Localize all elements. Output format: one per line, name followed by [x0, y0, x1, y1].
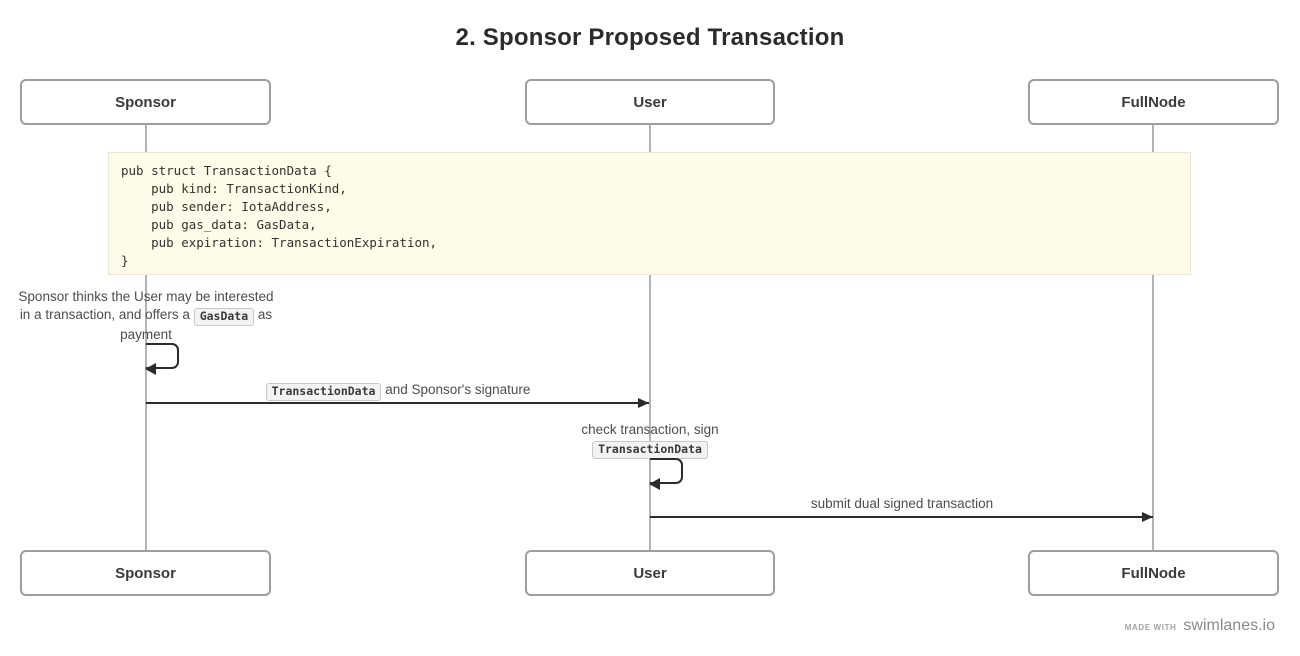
- footer-branding: MADE WITH swimlanes.io: [1125, 617, 1275, 635]
- actor-box-fullnode-top: FullNode: [1028, 79, 1279, 125]
- arrowhead-right-icon: [1142, 512, 1153, 522]
- note-user-line1: check transaction, sign: [581, 422, 719, 437]
- message-label-sponsor-to-user: TransactionData and Sponsor's signature: [146, 382, 650, 401]
- code-note-transactiondata: pub struct TransactionData { pub kind: T…: [108, 152, 1191, 275]
- actor-box-user-bottom: User: [525, 550, 775, 596]
- inline-code-transactiondata: TransactionData: [265, 383, 382, 401]
- actor-label-user: User: [633, 93, 667, 111]
- actor-box-sponsor-top: Sponsor: [20, 79, 271, 125]
- inline-code-gasdata: GasData: [193, 308, 255, 326]
- code-note-text: pub struct TransactionData { pub kind: T…: [121, 163, 438, 268]
- self-loop-user: [649, 458, 683, 490]
- arrow-user-to-fullnode: [650, 512, 1153, 522]
- actor-box-sponsor-bottom: Sponsor: [20, 550, 271, 596]
- lifeline-user: [649, 125, 651, 550]
- arrow-sponsor-to-user: [146, 398, 649, 408]
- note-sponsor-line2: in a transaction, and offers a GasData a…: [0, 306, 292, 326]
- note-user-line2: TransactionData: [500, 439, 800, 459]
- inline-code-transactiondata-2: TransactionData: [592, 441, 708, 459]
- note-sponsor-offer: Sponsor thinks the User may be intereste…: [0, 288, 292, 344]
- actor-label-sponsor-bottom: Sponsor: [115, 564, 176, 582]
- message-label-user-to-fullnode: submit dual signed transaction: [810, 496, 994, 511]
- swimlanes-brand-link[interactable]: swimlanes.io: [1183, 617, 1275, 634]
- lifeline-sponsor: [145, 125, 147, 550]
- self-loop-sponsor: [145, 343, 179, 375]
- arrowhead-right-icon: [638, 398, 649, 408]
- made-with-label: MADE WITH: [1124, 623, 1177, 632]
- actor-label-fullnode-bottom: FullNode: [1121, 564, 1186, 582]
- arrowhead-left-icon: [145, 363, 156, 375]
- note-sponsor-line3: payment: [120, 327, 172, 342]
- actor-label-sponsor: Sponsor: [115, 93, 176, 111]
- lifeline-fullnode: [1152, 125, 1154, 550]
- actor-label-fullnode: FullNode: [1121, 93, 1186, 111]
- arrowhead-left-icon: [649, 478, 660, 490]
- actor-box-user-top: User: [525, 79, 775, 125]
- actor-label-user-bottom: User: [633, 564, 667, 582]
- note-sponsor-line1: Sponsor thinks the User may be intereste…: [18, 289, 274, 304]
- note-user-check: check transaction, sign TransactionData: [500, 421, 800, 459]
- diagram-title: 2. Sponsor Proposed Transaction: [455, 24, 845, 51]
- actor-box-fullnode-bottom: FullNode: [1028, 550, 1279, 596]
